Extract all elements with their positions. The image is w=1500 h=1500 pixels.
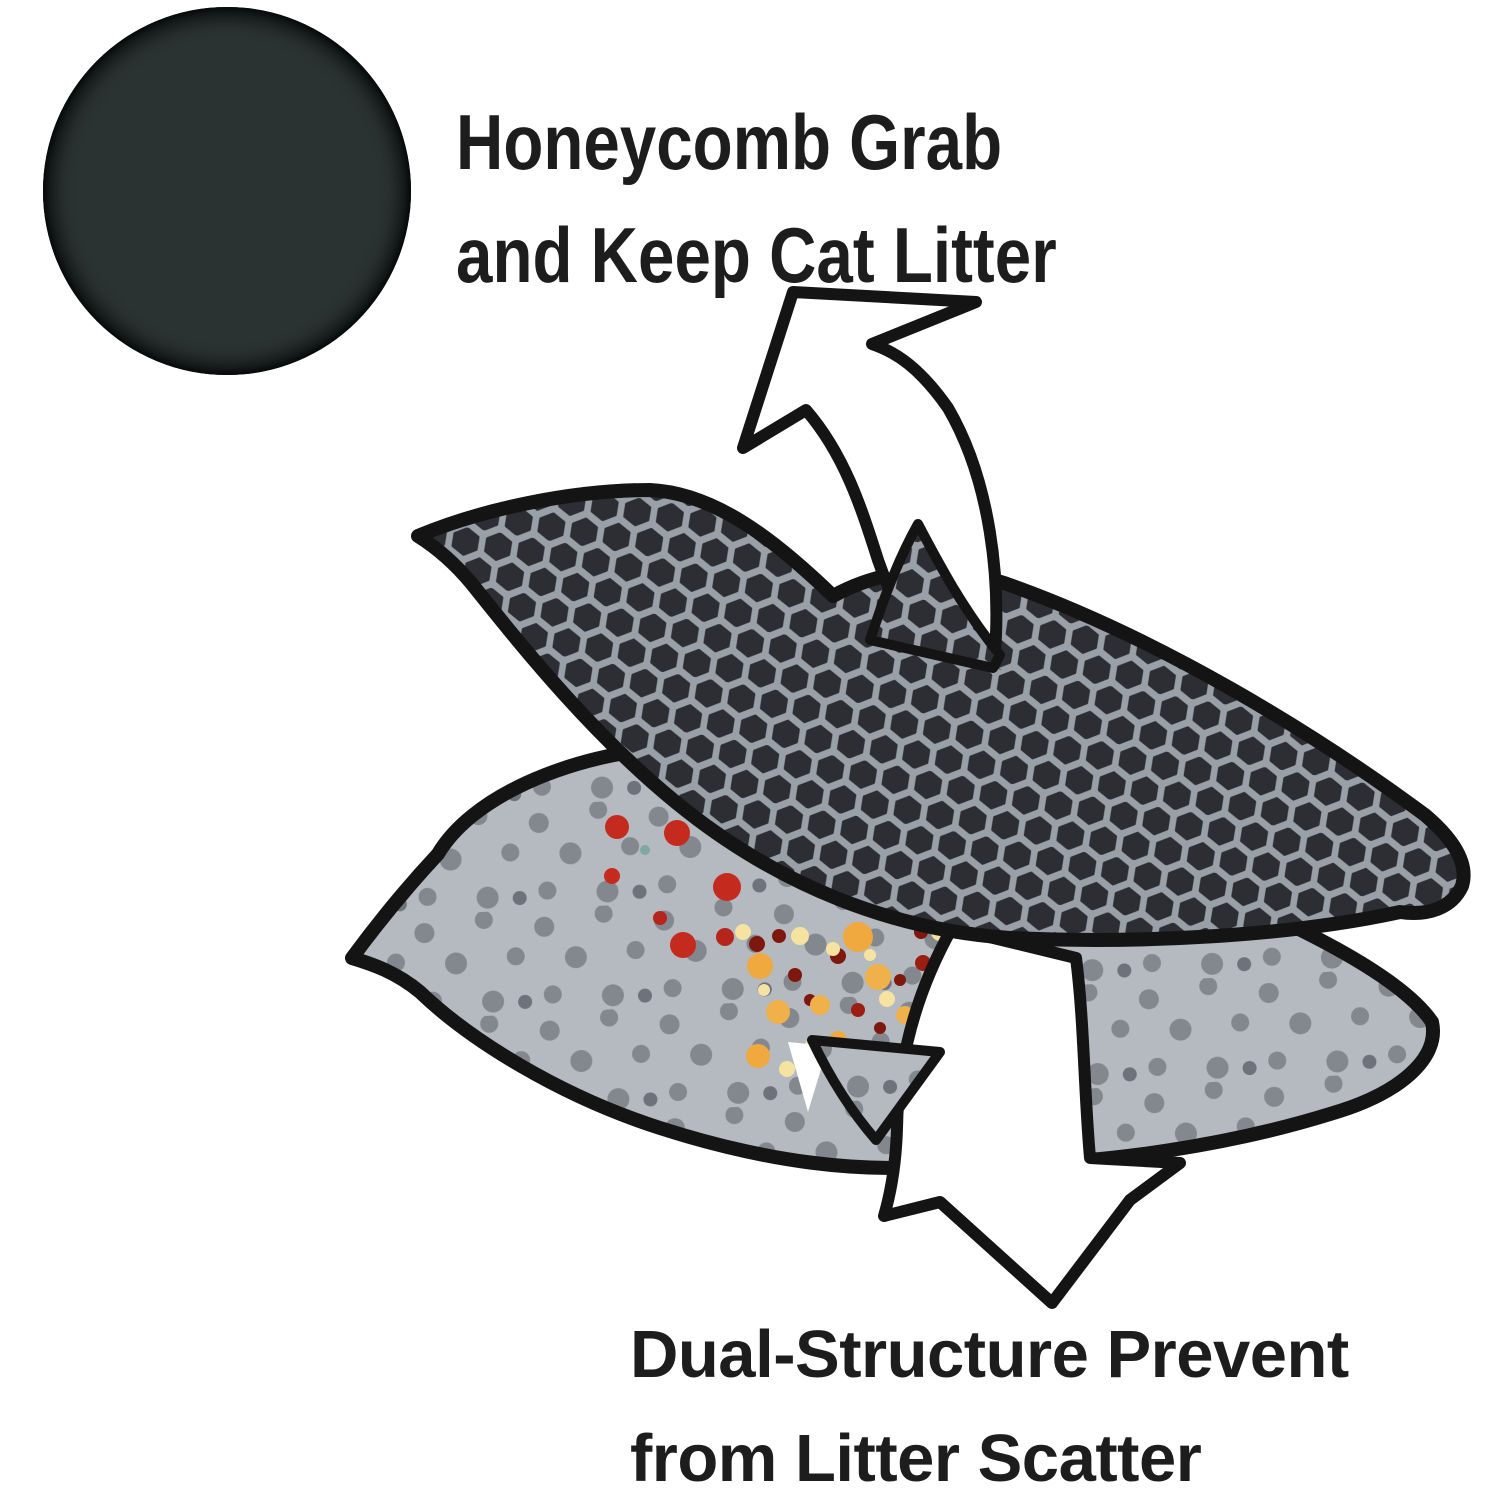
litter-dot xyxy=(735,924,751,940)
litter-dot xyxy=(749,936,765,952)
litter-dot xyxy=(640,845,650,855)
litter-dot xyxy=(851,1003,865,1017)
litter-dot xyxy=(843,922,873,952)
litter-dot xyxy=(758,984,770,996)
litter-dot xyxy=(879,991,895,1007)
corner-flap xyxy=(807,1035,945,1145)
litter-dot xyxy=(791,927,809,945)
litter-dot xyxy=(810,995,830,1015)
litter-dot xyxy=(865,964,891,990)
litter-dot xyxy=(864,949,876,961)
upper-mat-layer xyxy=(411,483,1471,947)
litter-dot xyxy=(826,942,840,956)
litter-dot xyxy=(746,1044,770,1068)
honeycomb-texture-photo-icon xyxy=(43,7,411,375)
caption-line: Honeycomb Grab xyxy=(456,98,1003,186)
litter-dot xyxy=(788,968,802,982)
mat-fold xyxy=(865,519,1005,673)
litter-dot xyxy=(747,953,773,979)
caption-line: Dual-Structure Prevent xyxy=(630,1317,1349,1392)
caption-dual-structure: Dual-Structure Prevent from Litter Scatt… xyxy=(630,1303,1349,1500)
litter-dot xyxy=(716,928,734,946)
litter-dot xyxy=(605,815,629,839)
litter-dot xyxy=(604,868,620,884)
litter-dot xyxy=(894,974,906,986)
caption-honeycomb-grab: Honeycomb Grab and Keep Cat Litter xyxy=(456,86,1057,312)
litter-dot xyxy=(779,1061,795,1077)
litter-dot xyxy=(772,929,786,943)
caption-line: and Keep Cat Litter xyxy=(456,211,1057,299)
litter-dot xyxy=(653,911,667,925)
lower-mat-layer xyxy=(345,738,1440,1175)
litter-dot xyxy=(874,1022,886,1034)
down-arrow xyxy=(878,922,1186,1309)
caption-line: from Litter Scatter xyxy=(630,1421,1202,1496)
litter-dot xyxy=(664,820,690,846)
litter-dot xyxy=(766,1000,790,1024)
litter-dot xyxy=(713,873,741,901)
litter-dot xyxy=(670,932,696,958)
